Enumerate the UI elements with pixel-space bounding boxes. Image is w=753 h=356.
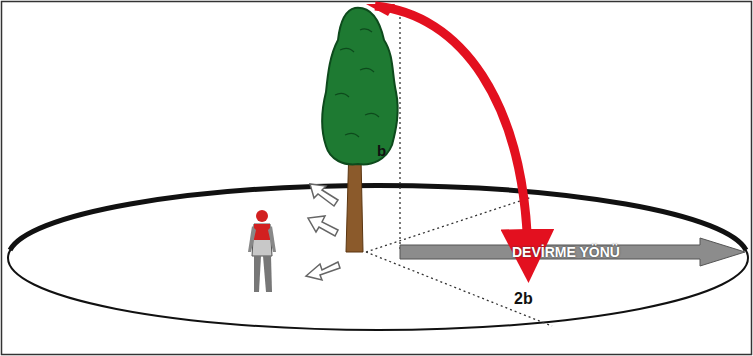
fall-arc [375,6,528,256]
crown-texture [335,29,379,137]
felling-direction-arrow [400,238,745,266]
fall-arc-start [366,4,395,16]
guide-lines [366,12,552,326]
escape-arrows [306,184,340,280]
danger-zone-ellipse [8,186,748,330]
distance-label: 2b [512,290,535,308]
direction-label: DEVİRME YÖNÜ [512,245,620,259]
ellipse-rim [10,185,746,250]
tree-crown [322,8,397,165]
height-label: b [377,143,386,158]
worker-figure [248,210,276,292]
